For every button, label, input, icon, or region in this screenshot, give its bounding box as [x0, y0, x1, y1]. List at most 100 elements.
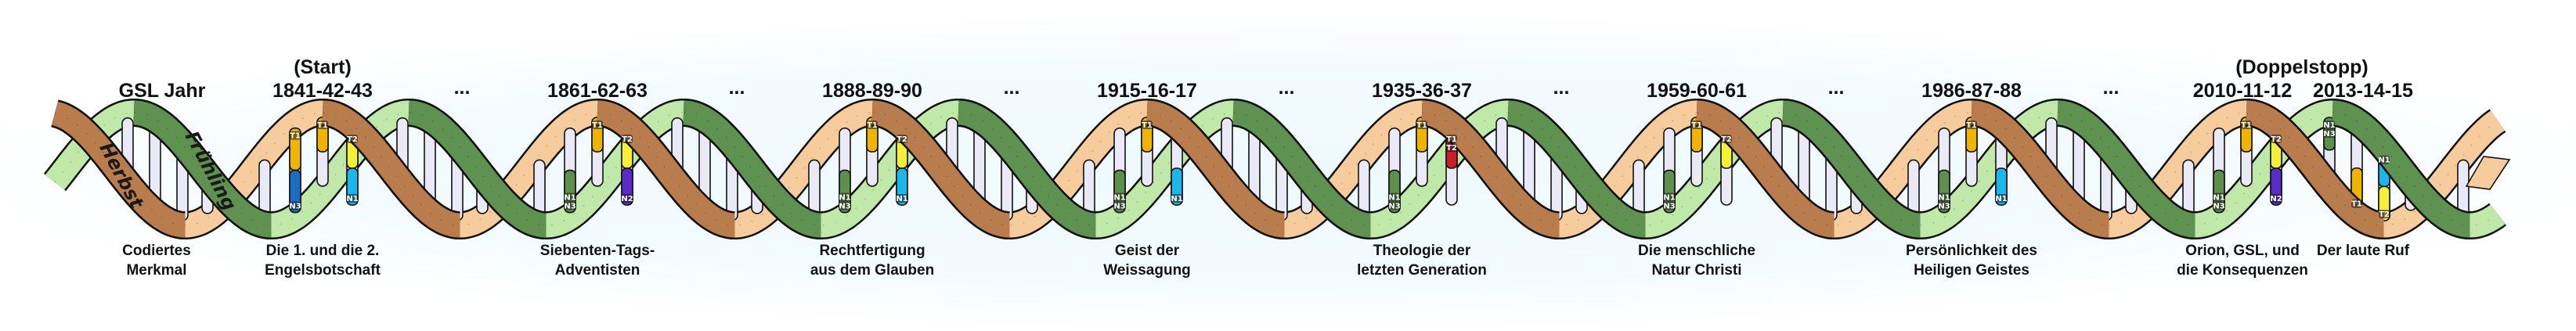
column-caption: Geist der [1115, 243, 1180, 259]
marker-label: T2 [2379, 210, 2390, 219]
marker-label: N2 [621, 195, 633, 203]
column-caption: Engelsbotschaft [265, 262, 381, 279]
ellipsis-separator: ... [1279, 77, 1295, 99]
column-caption: Persönlichkeit des [1906, 243, 2037, 259]
marker-label: N1 [1938, 194, 1950, 203]
marker-label: T2 [622, 135, 633, 144]
ellipsis-separator: ... [2103, 77, 2120, 99]
spring-strand-front [133, 99, 272, 239]
autumn-strand-front [322, 99, 460, 239]
autumn-strand-front [871, 99, 1010, 239]
spring-strand-front [958, 99, 1096, 239]
gsl-year-5: 1959-60-61 [1647, 80, 1747, 102]
autumn-strand-front [1696, 99, 1835, 239]
spring-strand-front [683, 99, 821, 239]
marker-label: T1 [1966, 121, 1977, 130]
marker-label: N1 [346, 195, 358, 203]
autumn-strand-front [1971, 99, 2109, 239]
column-caption: Orion, GSL, und [2185, 243, 2300, 259]
autumn-strand-front [2246, 99, 2384, 239]
marker-label: T1 [1416, 121, 1427, 130]
spring-strand-front [2057, 99, 2195, 239]
marker-label: N1 [1388, 194, 1400, 203]
column-caption: aus dem Glauben [810, 262, 934, 279]
ellipsis-separator: ... [454, 77, 471, 99]
marker-label: T1 [2351, 200, 2362, 209]
ellipsis-separator: ... [1004, 77, 1020, 99]
column-caption: Heiligen Geistes [1914, 262, 2029, 279]
gsl-year-0: 1841-42-43 [272, 80, 373, 102]
gsl-year-8: 2013-14-15 [2313, 80, 2413, 102]
marker-label: N3 [1388, 203, 1400, 211]
column-caption: Weissagung [1103, 262, 1191, 279]
marker-label: T1 [867, 121, 878, 130]
marker-label: N1 [1663, 194, 1675, 203]
gsl-year-6: 1986-87-88 [1921, 80, 2022, 102]
spring-strand-front [408, 99, 547, 239]
marker-label: N2 [2270, 195, 2282, 203]
column-caption: Rechtfertigung [819, 243, 925, 259]
ellipsis-separator: ... [729, 77, 745, 99]
marker-label: N3 [2323, 130, 2335, 139]
gsl-year-heading: GSL Jahr [119, 80, 206, 102]
autumn-strand-front [1146, 99, 1285, 239]
column-caption: Natur Christi [1651, 262, 1741, 279]
marker-label: N1 [1171, 195, 1182, 203]
marker-label: T1 [290, 132, 301, 141]
marker-label: N3 [564, 203, 575, 211]
column-caption: Die 1. und die 2. [266, 243, 380, 259]
marker-label: T1 [2241, 121, 2252, 130]
marker-label: T1 [317, 121, 328, 130]
marker-label: N3 [1663, 203, 1675, 211]
spring-strand-front [1507, 99, 1646, 239]
marker-label: T2 [1446, 144, 1457, 153]
marker-label: N3 [289, 203, 301, 211]
gsl-year-2: 1888-89-90 [822, 80, 922, 102]
column-caption: Der laute Ruf [2317, 243, 2410, 259]
marker-label: T1 [592, 121, 603, 130]
marker-label: N3 [1113, 203, 1125, 211]
marker-label: N1 [1995, 195, 2007, 203]
autumn-strand-front [1421, 99, 1560, 239]
column-caption: Theologie der [1373, 243, 1471, 259]
marker-label: T2 [1721, 135, 1732, 144]
marker-label: N3 [839, 203, 850, 211]
column-caption: die Konsequenzen [2177, 262, 2308, 279]
column-caption: letzten Generation [1357, 262, 1487, 279]
ellipsis-separator: ... [1553, 77, 1570, 99]
marker-label: T2 [347, 135, 358, 144]
marker-label: N3 [1938, 203, 1950, 211]
base-pair-rung [564, 127, 576, 214]
gsl-year-1: 1861-62-63 [547, 80, 648, 102]
base-pairs [121, 117, 2470, 221]
marker-label: N1 [2323, 121, 2335, 130]
marker-label: T1 [1142, 121, 1153, 130]
spring-strand-front [1232, 99, 1371, 239]
base-pair-rung [289, 127, 301, 214]
double-stop-note: (Doppelstopp) [2235, 56, 2368, 78]
marker-label: N1 [1113, 194, 1125, 203]
strand-end-tail [2465, 156, 2511, 190]
marker-label: T2 [2271, 135, 2282, 144]
marker-label: T1 [1691, 121, 1702, 130]
ellipsis-separator: ... [1828, 77, 1845, 99]
autumn-strand-front [51, 99, 186, 239]
marker-label: N1 [896, 195, 907, 203]
spring-strand-front [1782, 99, 1921, 239]
spring-strand-front [2332, 99, 2470, 239]
gsl-year-4: 1935-36-37 [1372, 80, 1472, 102]
marker-label: N1 [2378, 157, 2390, 165]
column-caption: Adventisten [555, 262, 640, 279]
column-caption: Die menschliche [1638, 243, 1755, 259]
coded-feature-label: Merkmal [126, 262, 186, 279]
marker-label: N3 [2213, 203, 2224, 211]
coded-feature-label: Codiertes [122, 243, 191, 259]
column-caption: Siebenten-Tags- [540, 243, 655, 259]
autumn-strand-front [597, 99, 735, 239]
base-pair-rung [1995, 131, 2008, 206]
marker-label: N1 [2213, 194, 2224, 203]
start-note: (Start) [294, 56, 352, 78]
